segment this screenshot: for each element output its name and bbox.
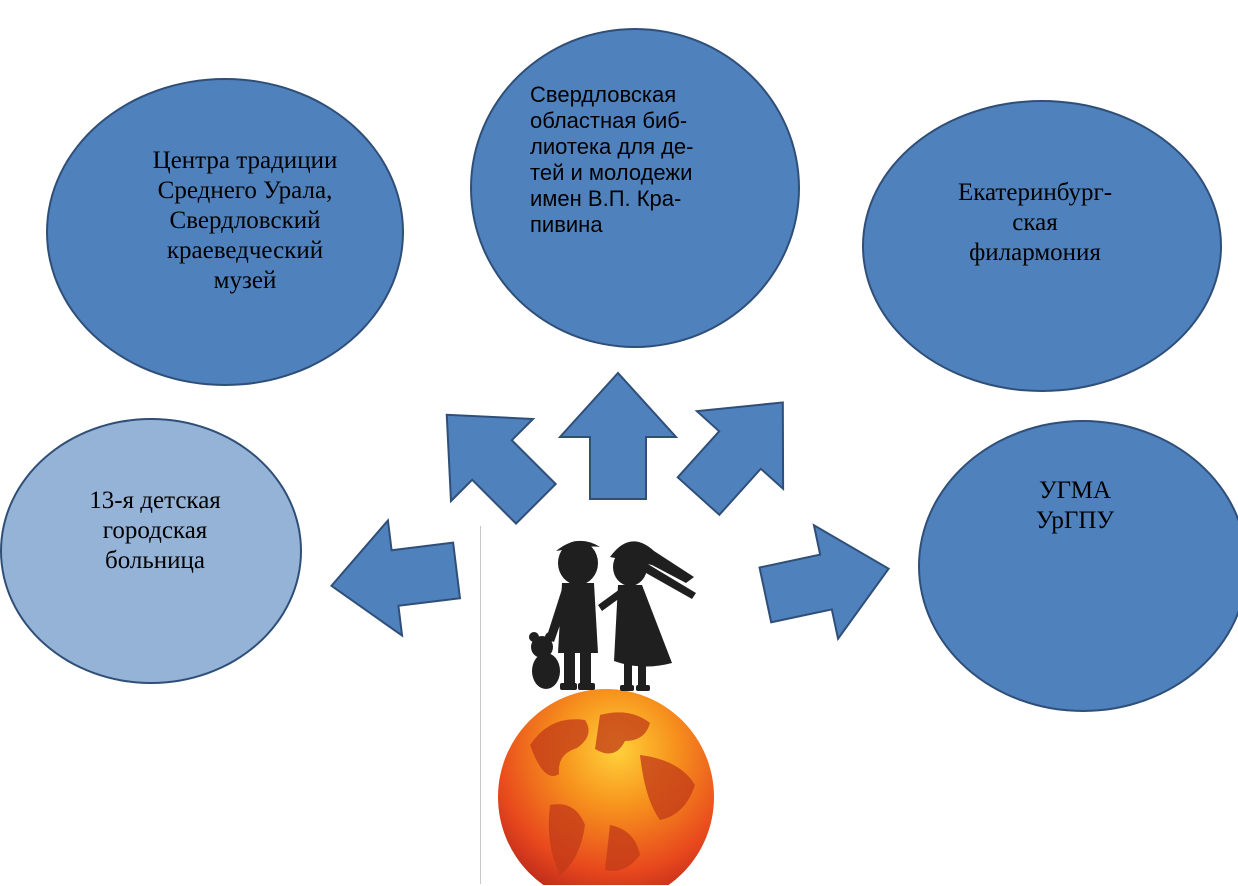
library-label: Свердловская областная биб- лиотека для …: [530, 82, 694, 237]
node-universities: [918, 420, 1238, 712]
arrow-to-hospital: [323, 511, 465, 645]
children-on-globe-icon: [498, 540, 714, 885]
arrow-to-universities: [752, 510, 902, 653]
node-library: [470, 28, 800, 348]
arrow-to-library: [559, 372, 677, 500]
philharmonic-label: Екатеринбург- ская филармония: [957, 179, 1113, 266]
node-philharmonic: [862, 100, 1222, 392]
separator-line: [480, 526, 481, 884]
hospital-label: 13-я детская городская больница: [89, 487, 221, 574]
node-hospital: [0, 418, 302, 684]
culture-label: Центра традиции Среднего Урала, Свердлов…: [152, 147, 338, 294]
node-culture: [46, 78, 404, 386]
universities-label: УГМА УрГПУ: [1035, 477, 1115, 534]
